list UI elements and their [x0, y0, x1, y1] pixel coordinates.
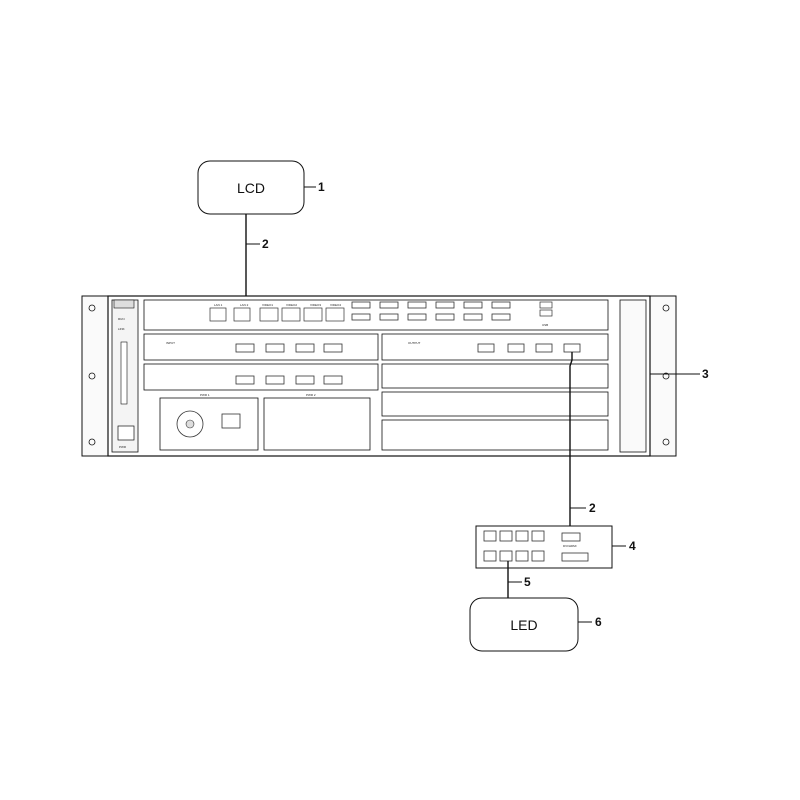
top-label-video4: VIDEO4 [330, 303, 341, 307]
callout-1: 1 [318, 180, 325, 194]
hdmi-port[interactable] [379, 313, 399, 321]
psu-bay-2 [263, 397, 371, 451]
hdmi-port[interactable] [407, 313, 427, 321]
rj45-port[interactable] [531, 530, 545, 542]
rack-ear-right [647, 295, 677, 457]
led-label: LED [510, 617, 537, 633]
hdmi-port[interactable] [507, 343, 525, 353]
hdmi-port[interactable] [295, 375, 315, 385]
hdmi-port[interactable] [435, 313, 455, 321]
led-display-box: LED [469, 597, 579, 652]
blank-slot [381, 419, 609, 451]
psu-label-2: PWR 2 [306, 393, 316, 397]
rj45-port[interactable] [259, 307, 279, 322]
hdmi-port[interactable] [235, 343, 255, 353]
input-card-label: INPUT [166, 341, 175, 345]
top-label-video3: VIDEO3 [310, 303, 321, 307]
receiver-port-label: DVI/HDMI [563, 544, 577, 548]
psu-bay-1 [159, 397, 259, 451]
hdmi-port[interactable] [535, 343, 553, 353]
rj45-port[interactable] [483, 550, 497, 562]
top-label-lan1: LAN 1 [214, 303, 223, 307]
callout-3: 3 [702, 367, 709, 381]
hdmi-port[interactable] [295, 343, 315, 353]
mount-hole [88, 438, 96, 446]
hdmi-port[interactable] [491, 313, 511, 321]
hdmi-port[interactable] [407, 301, 427, 309]
mount-hole [662, 438, 670, 446]
top-label-lan2: LAN 2 [240, 303, 249, 307]
power-switch[interactable] [117, 425, 135, 441]
output-card-label: OUTPUT [408, 341, 421, 345]
usb-port[interactable] [539, 301, 553, 309]
rj45-port[interactable] [499, 530, 513, 542]
usb-port[interactable] [539, 309, 553, 317]
blank-slot [381, 391, 609, 417]
callout-2a: 2 [262, 237, 269, 251]
cable-output [569, 352, 573, 538]
video-processor-chassis: RUN LINK PWR LAN 1 LAN 2 VIDEO1 VIDEO2 V… [81, 295, 677, 457]
hdmi-port[interactable] [463, 301, 483, 309]
callout-5: 5 [524, 575, 531, 589]
rj45-port[interactable] [303, 307, 323, 322]
blank-slot [381, 363, 609, 389]
panel-text-link: LINK [118, 327, 125, 331]
hdmi-port[interactable] [379, 301, 399, 309]
panel-slot [120, 341, 128, 405]
hdmi-port[interactable] [351, 301, 371, 309]
top-label-video1: VIDEO1 [262, 303, 273, 307]
rj45-port[interactable] [515, 530, 529, 542]
hdmi-port[interactable] [235, 375, 255, 385]
hdmi-top-row [351, 301, 511, 321]
rj45-port[interactable] [483, 530, 497, 542]
hdmi-port[interactable] [463, 313, 483, 321]
rj45-port[interactable] [281, 307, 301, 322]
mount-hole [88, 372, 96, 380]
right-side-panel [619, 299, 647, 453]
rj45-port[interactable] [325, 307, 345, 322]
dvi-port[interactable] [561, 552, 589, 562]
hdmi-port[interactable] [491, 301, 511, 309]
fan-hub [185, 419, 195, 429]
lcd-label: LCD [237, 180, 265, 196]
hdmi-port[interactable] [265, 375, 285, 385]
hdmi-port[interactable] [265, 343, 285, 353]
input-card-2 [143, 363, 379, 391]
hdmi-input-port[interactable] [561, 532, 581, 542]
hdmi-port[interactable] [563, 343, 581, 353]
power-inlet[interactable] [221, 413, 241, 429]
hdmi-port[interactable] [351, 313, 371, 321]
rj45-port[interactable] [531, 550, 545, 562]
psu-label-1: PWR 1 [200, 393, 210, 397]
lan-port[interactable] [233, 307, 251, 322]
mount-hole [88, 304, 96, 312]
fan-icon [176, 410, 204, 438]
panel-text-run: RUN [118, 317, 125, 321]
input-card-1 [143, 333, 379, 361]
lcd-display-box: LCD [197, 160, 305, 215]
rj45-port[interactable] [499, 550, 513, 562]
hdmi-port[interactable] [435, 301, 455, 309]
callout-2b: 2 [589, 501, 596, 515]
panel-handle [113, 299, 135, 309]
receiving-card: DVI/HDMI [475, 525, 613, 569]
mount-hole [662, 372, 670, 380]
hdmi-port[interactable] [477, 343, 495, 353]
usb-label: USB [542, 323, 548, 327]
rack-ear-left [81, 295, 111, 457]
callout-4: 4 [629, 539, 636, 553]
hdmi-port[interactable] [323, 343, 343, 353]
top-label-video2: VIDEO2 [286, 303, 297, 307]
panel-text-pwr: PWR [119, 445, 127, 449]
hdmi-port[interactable] [323, 375, 343, 385]
callout-6: 6 [595, 615, 602, 629]
lan-port[interactable] [209, 307, 227, 322]
mount-hole [662, 304, 670, 312]
rj45-port[interactable] [515, 550, 529, 562]
